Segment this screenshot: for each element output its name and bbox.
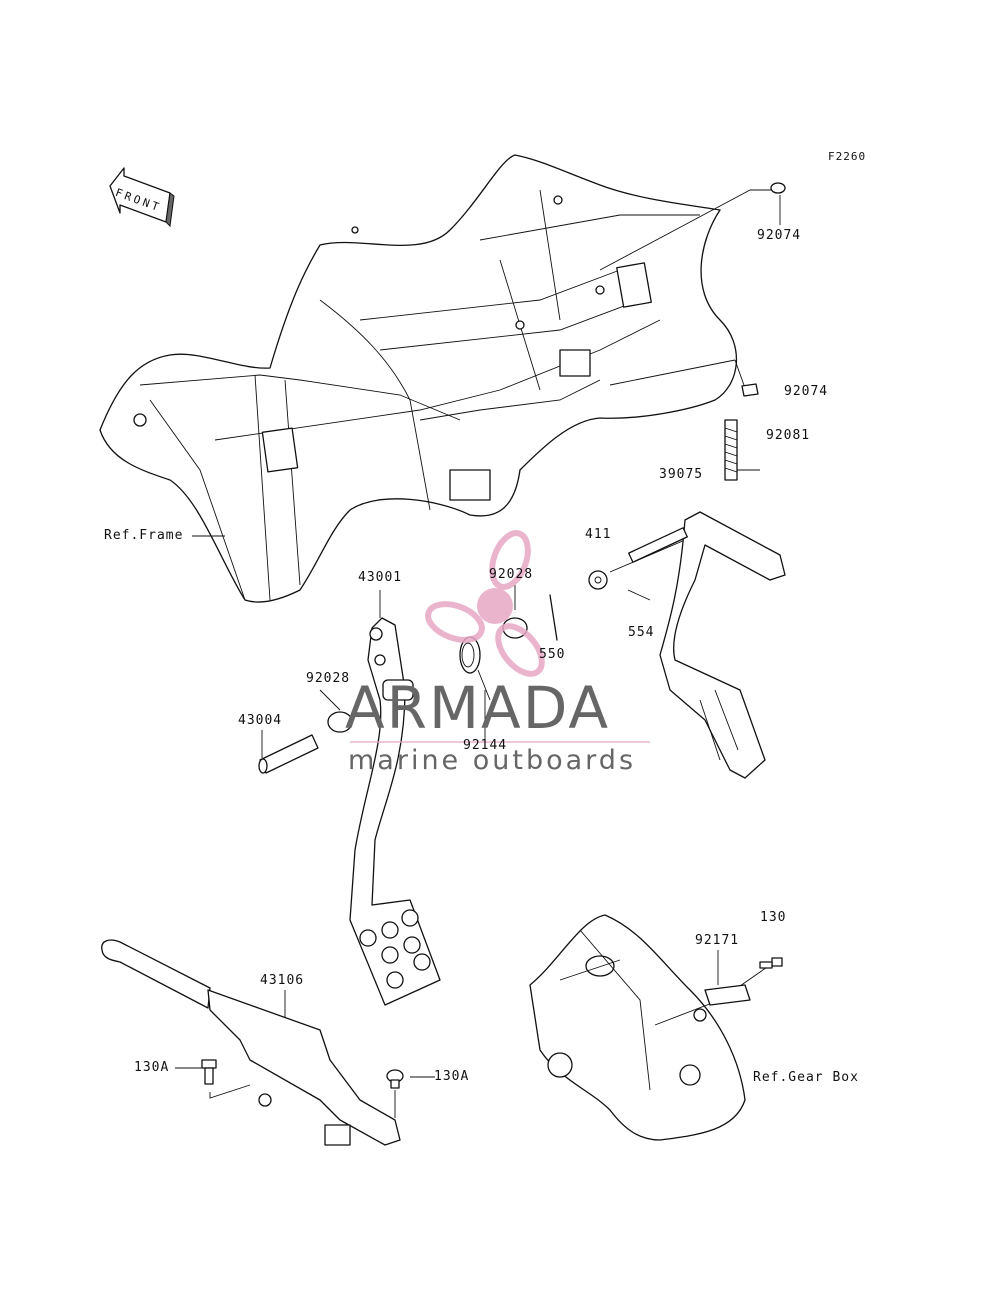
- collar-92028-left: [327, 711, 353, 733]
- brake-pedal-554: [588, 511, 786, 779]
- callout-411: 411: [585, 527, 612, 542]
- callout-554: 554: [628, 625, 655, 640]
- front-arrow-icon: [109, 167, 175, 228]
- bracket-92171: [693, 984, 751, 1022]
- callout-92028-left: 92028: [306, 671, 351, 686]
- figure-code: F2260: [828, 150, 867, 163]
- callout-39075: 39075: [659, 467, 704, 482]
- bolt-130A-right: [386, 1069, 404, 1089]
- bolt-130: [759, 957, 783, 969]
- callout-92074-bottom: 92074: [784, 384, 829, 399]
- callout-92028-top: 92028: [489, 567, 534, 582]
- callout-43004: 43004: [238, 713, 283, 728]
- callout-92171: 92171: [695, 933, 740, 948]
- bumper-92074-bottom: [741, 383, 759, 397]
- callout-43001: 43001: [358, 570, 403, 585]
- frame-drawing: [99, 154, 738, 603]
- parking-lever-43106: [101, 939, 401, 1146]
- gear-box-drawing: [529, 914, 746, 1141]
- callout-92144: 92144: [463, 738, 508, 753]
- pin-550: [549, 594, 558, 641]
- watermark-tagline: marine outboards: [348, 745, 637, 776]
- bumper-92074-top: [770, 182, 786, 194]
- shaft-43004: [258, 734, 319, 774]
- callout-550: 550: [539, 647, 566, 662]
- bolt-130A-left: [201, 1059, 217, 1085]
- watermark-brand: ARMADA: [345, 674, 611, 742]
- armada-logo-icon: [350, 530, 650, 743]
- clutch-pedal-43001: [349, 617, 441, 1006]
- callout-ref-frame: Ref.Frame: [104, 528, 184, 543]
- callout-43106: 43106: [260, 973, 305, 988]
- callout-ref-gear-box: Ref.Gear Box: [753, 1070, 859, 1085]
- callout-130A-left: 130A: [134, 1060, 170, 1075]
- spring-92081: [724, 419, 738, 481]
- callout-92081: 92081: [766, 428, 811, 443]
- callout-130A-right: 130A: [434, 1069, 470, 1084]
- callout-130: 130: [760, 910, 787, 925]
- callout-92074-top: 92074: [757, 228, 802, 243]
